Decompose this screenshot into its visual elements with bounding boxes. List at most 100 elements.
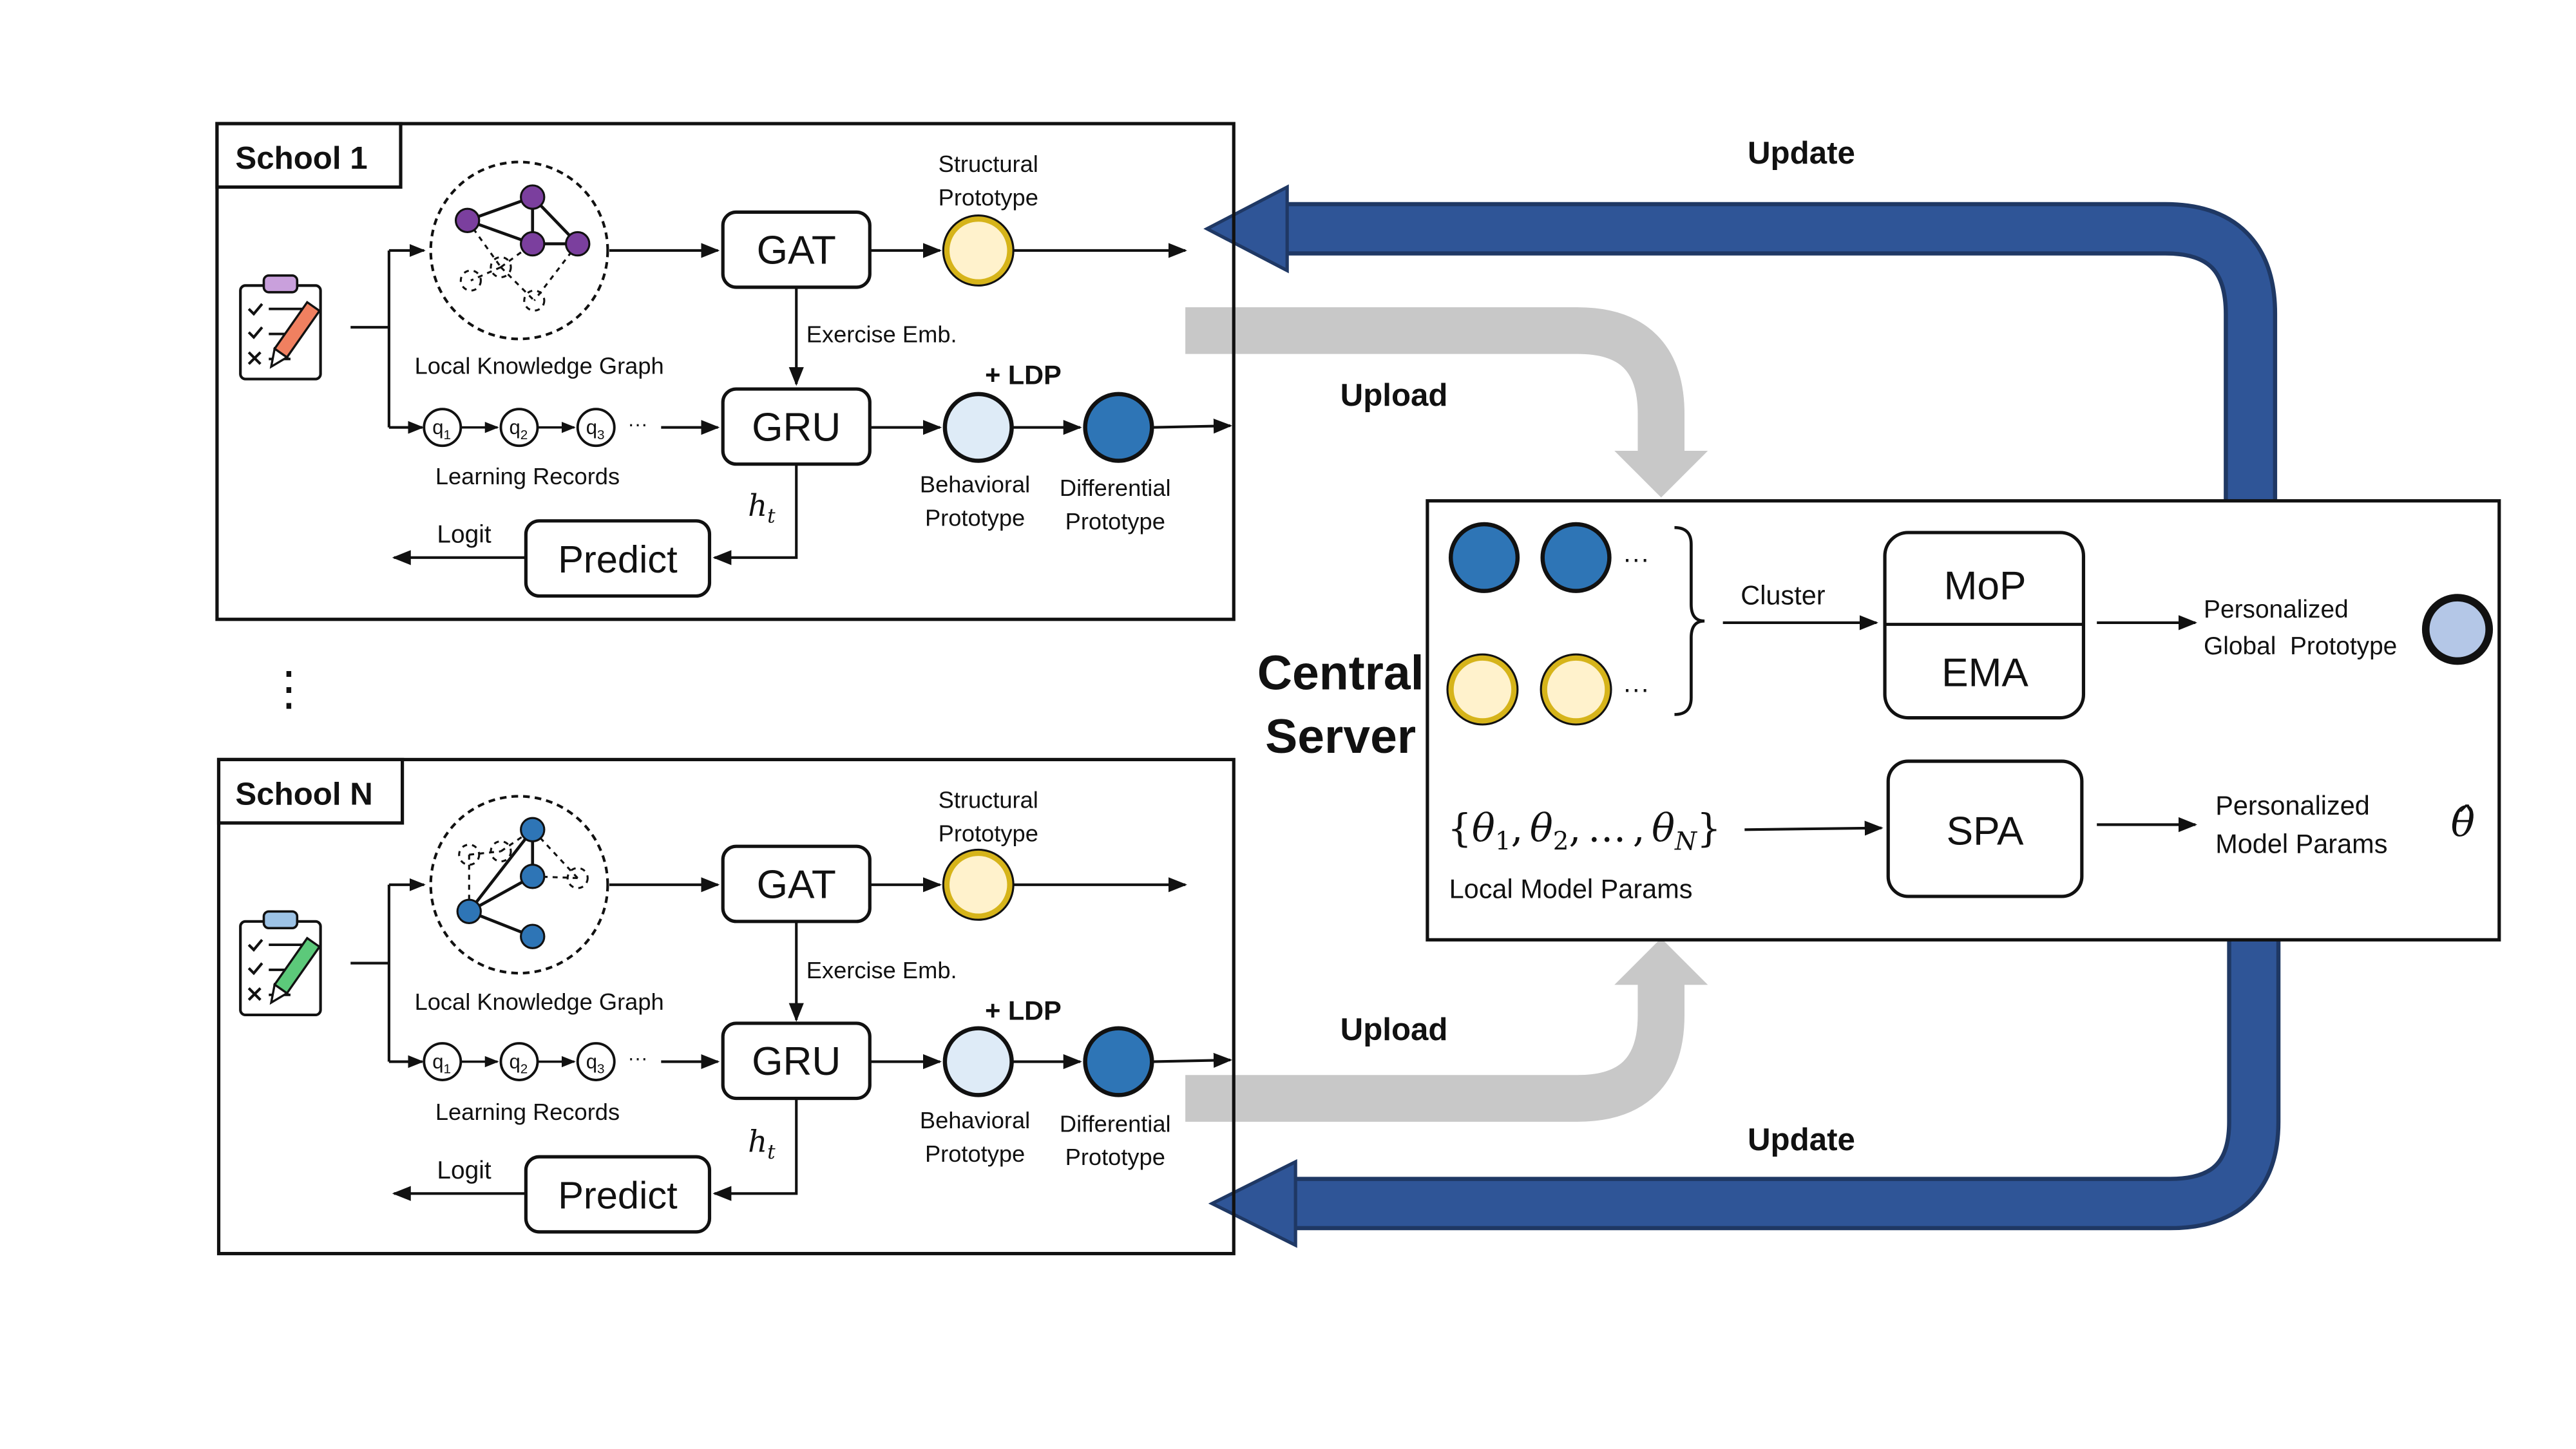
q3-sub: 3 xyxy=(597,428,605,442)
upload-label-top: Upload xyxy=(1340,377,1448,413)
behavioral-label-1: Behavioral xyxy=(920,471,1030,498)
school-panel-border xyxy=(215,122,1236,621)
gru-label: GRU xyxy=(752,405,841,450)
central-server-title-1: Central xyxy=(1257,646,1424,700)
spa-label: SPA xyxy=(1947,810,2024,854)
q3-label: q xyxy=(586,1050,597,1073)
theta-sub-n: N xyxy=(1674,827,1698,856)
q2-label: q xyxy=(509,1050,520,1073)
update-arrow-top xyxy=(1203,184,2278,501)
q1-sub: 1 xyxy=(444,428,452,442)
gru-label: GRU xyxy=(752,1039,841,1084)
school-name: School N xyxy=(235,776,372,811)
global-prototype-icon xyxy=(2421,594,2494,665)
ht-sub: t xyxy=(767,1141,776,1164)
params-comma-3: , xyxy=(1633,806,1645,851)
cluster-label: Cluster xyxy=(1741,580,1825,610)
theta-n: θ xyxy=(1652,806,1675,851)
behavioral-prototype-icon xyxy=(942,1026,1014,1097)
personalized-global-label-1: Personalized xyxy=(2204,596,2349,623)
clipboard-icon xyxy=(239,910,322,1017)
svg-text:q1: q1 xyxy=(432,1050,451,1077)
local-knowledge-graph-icon xyxy=(429,160,609,341)
params-comma-2: , xyxy=(1569,806,1581,851)
theta-sub-2: 2 xyxy=(1553,827,1569,856)
clipboard-icon xyxy=(239,274,322,381)
behavioral-prototype-icon xyxy=(942,392,1014,463)
structural-label-2: Prototype xyxy=(939,820,1038,846)
theta-sub-1: 1 xyxy=(1495,827,1511,856)
exercise-emb-label: Exercise Emb. xyxy=(806,957,957,983)
structural-label-1: Structural xyxy=(939,151,1038,177)
records-ellipsis: ··· xyxy=(627,413,647,435)
q2-sub: 2 xyxy=(520,428,528,442)
predict-label: Predict xyxy=(558,538,678,581)
schools-ellipsis: ⋮ xyxy=(265,663,312,715)
q2-sub: 2 xyxy=(520,1062,528,1077)
ldp-label: + LDP xyxy=(985,359,1062,390)
svg-text:{θ1,θ2,…,θN}: {θ1,θ2,…,θN} xyxy=(1447,806,1721,856)
q1-sub: 1 xyxy=(444,1062,452,1077)
personalized-params-label-1: Personalized xyxy=(2215,790,2370,820)
differential-label-2: Prototype xyxy=(1065,508,1165,535)
ldp-label: + LDP xyxy=(985,996,1062,1026)
svg-text:q3: q3 xyxy=(586,1050,605,1077)
gat-label: GAT xyxy=(757,229,836,273)
school-panel-border xyxy=(216,757,1236,1256)
local-model-params-label: Local Model Params xyxy=(1449,874,1693,904)
ema-label: EMA xyxy=(1942,650,2028,695)
personalized-params-label-2: Model Params xyxy=(2215,829,2387,859)
differential-prototype-icon xyxy=(1540,522,1612,593)
params-comma-1: , xyxy=(1511,806,1523,851)
school-n-panel: School N xyxy=(216,757,1236,1256)
differential-label-1: Differential xyxy=(1060,475,1171,501)
differential-label-2: Prototype xyxy=(1065,1144,1165,1170)
structural-label-1: Structural xyxy=(939,787,1038,813)
q1-label: q xyxy=(432,416,443,439)
structural-prototype-icon xyxy=(1541,654,1611,724)
behavioral-label-2: Prototype xyxy=(925,1141,1025,1167)
structural-prototype-icon xyxy=(1447,654,1518,724)
svg-text:q2: q2 xyxy=(509,1050,528,1077)
update-label-top: Update xyxy=(1748,135,1855,171)
personalized-global-label-2: Global Prototype xyxy=(2204,632,2397,660)
gat-label: GAT xyxy=(757,863,836,907)
q2-label: q xyxy=(509,416,520,439)
school-name-box xyxy=(215,122,403,189)
structural-label-2: Prototype xyxy=(939,184,1038,211)
q3-sub: 3 xyxy=(597,1062,605,1077)
central-server-title-2: Server xyxy=(1265,709,1416,763)
svg-text:q3: q3 xyxy=(586,416,605,442)
upload-arrow-bottom xyxy=(1185,938,1708,1122)
theta-1: θ xyxy=(1472,806,1495,851)
structural-prototype-icon xyxy=(943,850,1013,920)
school-name: School 1 xyxy=(235,140,367,176)
svg-text:q1: q1 xyxy=(432,416,451,442)
upload-label-bottom: Upload xyxy=(1340,1012,1448,1047)
spa-box xyxy=(1886,759,2084,898)
logit-label: Logit xyxy=(437,521,491,549)
q3-label: q xyxy=(586,416,597,439)
ht-label: h xyxy=(748,489,767,524)
q1-label: q xyxy=(432,1050,443,1073)
svg-text:q2: q2 xyxy=(509,416,528,442)
central-server-panel: ··· ··· Cluster MoP EMA Personalized Glo… xyxy=(1426,499,2501,942)
school-1-panel: School 1 xyxy=(215,122,1236,621)
differential-prototype-icon xyxy=(1448,522,1520,593)
local-kg-label: Local Knowledge Graph xyxy=(415,353,664,379)
update-arrow-bottom xyxy=(1208,940,2281,1248)
exercise-emb-label: Exercise Emb. xyxy=(806,321,957,347)
local-kg-label: Local Knowledge Graph xyxy=(415,989,664,1015)
params-brace-open: { xyxy=(1447,806,1472,851)
learning-records-label: Learning Records xyxy=(435,463,620,489)
params-brace-close: } xyxy=(1697,806,1721,851)
update-label-bottom: Update xyxy=(1748,1122,1855,1157)
theta-hat-label: θ̂ xyxy=(2451,799,2475,846)
svg-text:ht: ht xyxy=(748,489,776,527)
mop-label: MoP xyxy=(1944,564,2027,609)
differential-prototype-icon xyxy=(1083,1026,1154,1097)
behavioral-label-2: Prototype xyxy=(925,505,1025,531)
differential-label-1: Differential xyxy=(1060,1110,1171,1137)
theta-2: θ xyxy=(1530,806,1553,851)
